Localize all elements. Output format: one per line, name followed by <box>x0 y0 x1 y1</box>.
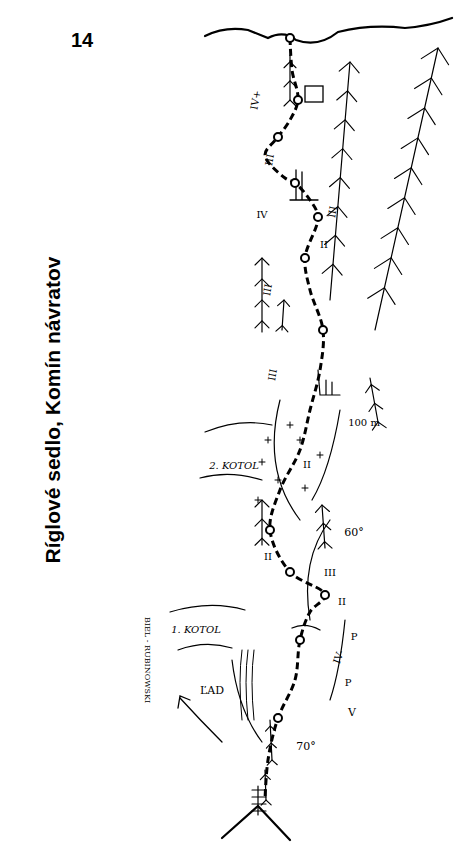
ice-curtain <box>252 650 254 720</box>
overhang-symbol <box>318 370 340 395</box>
route-annotation: III <box>267 368 279 381</box>
fall-line-chevron <box>415 78 442 95</box>
route-annotation: III <box>264 153 276 166</box>
gully-outline <box>200 474 262 480</box>
fall-line-chevron <box>278 300 290 306</box>
route-annotation: 70° <box>296 741 316 752</box>
route-annotation: II <box>264 552 272 562</box>
gully-outline <box>178 644 232 650</box>
fall-line-chevron <box>332 149 352 160</box>
ridge-line <box>205 18 452 43</box>
gully-outline <box>205 423 272 432</box>
route-annotation: IV+ <box>249 89 262 110</box>
route-annotation: 60° <box>344 527 364 538</box>
belay-point <box>274 133 282 141</box>
belay-point <box>286 568 294 576</box>
fall-line-chevron <box>255 321 269 328</box>
fall-line-chevron <box>255 538 269 545</box>
scree-cross <box>302 485 308 491</box>
route-annotation: V <box>348 707 356 718</box>
route-annotation: P <box>345 678 352 688</box>
fall-line-chevron <box>408 108 435 125</box>
route-annotation: II <box>303 460 311 470</box>
fall-line-chevron <box>316 505 330 512</box>
scree-cross <box>265 437 271 443</box>
belay-point <box>319 326 327 334</box>
gully-outline <box>312 410 340 500</box>
ice-curtain <box>240 650 242 720</box>
gully-outline <box>170 605 245 612</box>
fall-line-chevron <box>329 178 349 189</box>
arrow-head <box>178 696 190 708</box>
route-annotation: 1. KOTOL <box>171 625 221 635</box>
fall-line-chevron <box>369 403 383 411</box>
fall-line-chevron <box>381 228 408 245</box>
scree-cross <box>275 477 281 483</box>
fall-line-chevron <box>322 264 342 275</box>
route-annotation: IV- <box>332 649 346 665</box>
belay-point <box>294 96 302 104</box>
belay-point <box>286 34 294 42</box>
roof-symbol <box>292 625 320 630</box>
belay-point <box>291 179 299 187</box>
belay-point <box>274 714 282 722</box>
belay-point <box>314 213 322 221</box>
route-annotation: IV <box>256 210 267 220</box>
block-symbol <box>305 86 323 102</box>
fall-line-chevron <box>255 258 269 265</box>
topo-number: 14 <box>71 30 93 50</box>
route-annotation: P <box>351 632 358 642</box>
fall-line-chevron <box>337 91 357 102</box>
fall-line-chevron <box>255 500 269 507</box>
belay-point <box>296 636 304 644</box>
route-line <box>265 38 325 800</box>
fall-line-chevron <box>374 258 401 275</box>
crack-symbol <box>290 170 318 200</box>
topo-title: Ríglové sedlo, Komín návratov <box>42 257 63 564</box>
fall-line-chevron <box>388 198 415 215</box>
fall-line-chevron <box>318 542 332 549</box>
route-annotation: 2. KOTOL <box>209 461 259 471</box>
fall-line-chevron <box>255 300 269 307</box>
route-annotation: III <box>262 283 274 296</box>
scree-cross <box>317 452 323 458</box>
scree-cross <box>255 497 261 503</box>
route-annotation: III <box>324 568 336 578</box>
descent-arrow <box>180 698 222 742</box>
scree-cross <box>259 459 265 465</box>
route-annotation: ĽAD <box>200 685 224 696</box>
route-annotation: II <box>338 597 346 607</box>
route-annotation: II <box>320 240 328 250</box>
belay-point <box>301 254 309 262</box>
ice-curtain <box>246 650 248 720</box>
belay-point <box>321 591 329 599</box>
fall-line-chevron <box>366 385 380 393</box>
route-annotation: BIEL - RUBINOWSKI <box>143 617 151 703</box>
fall-line-chevron <box>368 288 395 305</box>
belay-point <box>266 526 274 534</box>
fall-line-chevron <box>276 326 288 332</box>
fall-line-chevron <box>401 138 428 155</box>
fall-line-chevron <box>395 168 422 185</box>
fall-line-chevron <box>421 48 448 65</box>
route-annotation: 100 m <box>348 418 380 428</box>
scree-cross <box>287 422 293 428</box>
route-annotation: III <box>327 205 339 218</box>
fall-line-chevron <box>255 519 269 526</box>
fall-line-chevron <box>334 120 354 131</box>
start-hatching <box>252 786 266 815</box>
fall-line-chevron <box>339 62 359 73</box>
